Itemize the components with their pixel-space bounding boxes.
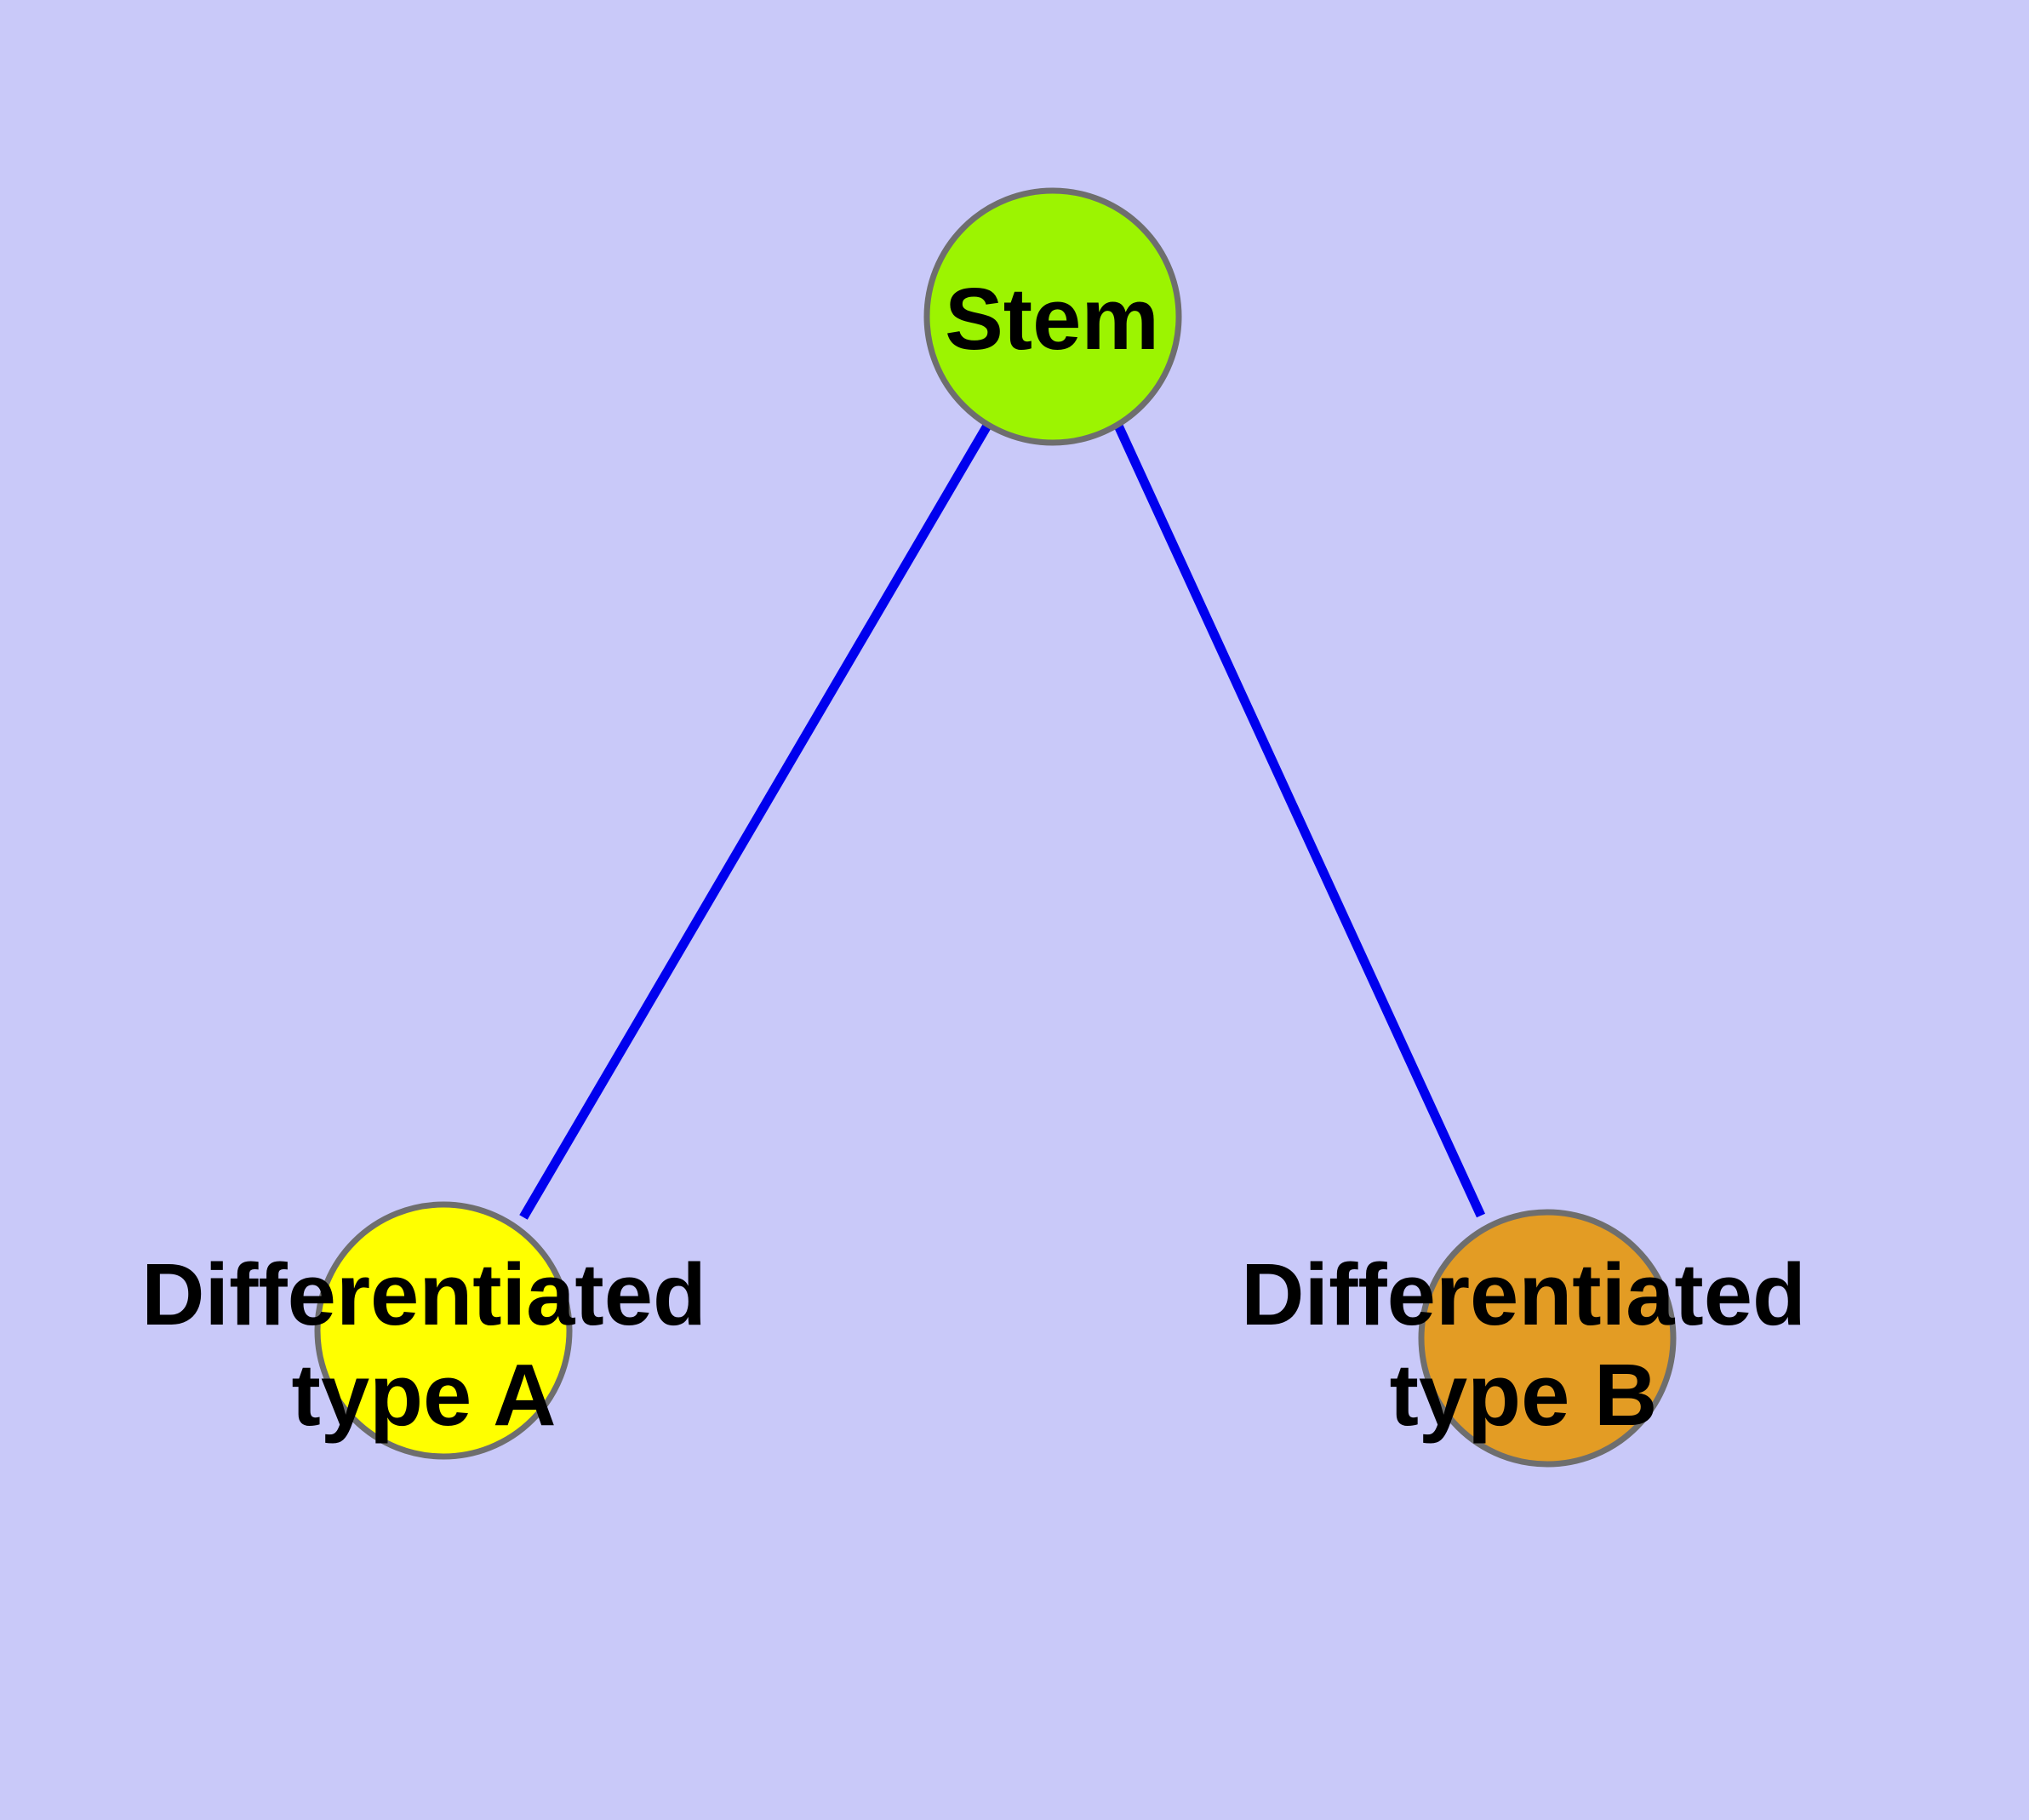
nodes-group: [314, 187, 1677, 1468]
edges-group: [519, 423, 1485, 1220]
node-label-line: Differentiated: [1241, 1245, 1806, 1343]
node-label-line: Differentiated: [141, 1245, 706, 1343]
node-label-stem: Stem: [945, 270, 1159, 368]
node-circle-stem[interactable]: [923, 187, 1182, 446]
node-circle-diff-a[interactable]: [314, 1201, 573, 1460]
edge-stem-to-diff-b[interactable]: [1114, 423, 1485, 1218]
node-label-line: Stem: [945, 270, 1159, 368]
edge-stem-to-diff-a[interactable]: [519, 423, 992, 1220]
node-label-line: type B: [1390, 1346, 1658, 1444]
node-label-line: type A: [292, 1346, 557, 1444]
node-circle-diff-b[interactable]: [1418, 1209, 1677, 1468]
